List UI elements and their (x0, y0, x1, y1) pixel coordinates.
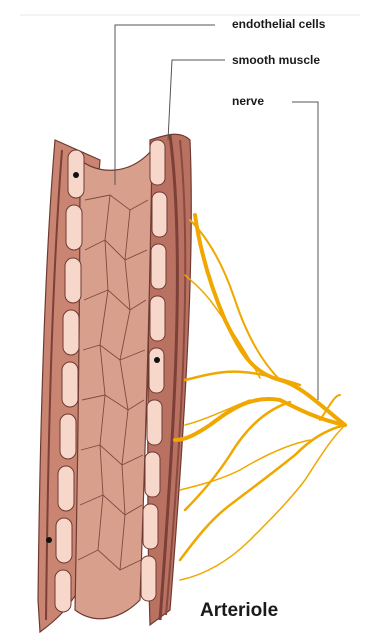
nucleus-dot (73, 172, 79, 178)
nucleus-dot (46, 537, 52, 543)
label-endothelial-cells: endothelial cells (232, 17, 325, 31)
diagram-title: Arteriole (200, 600, 278, 622)
nucleus-dot (154, 357, 160, 363)
label-nerve: nerve (232, 94, 264, 108)
vessel-lumen (75, 150, 152, 619)
nerve-fibers (175, 215, 345, 580)
label-smooth-muscle: smooth muscle (232, 53, 320, 67)
